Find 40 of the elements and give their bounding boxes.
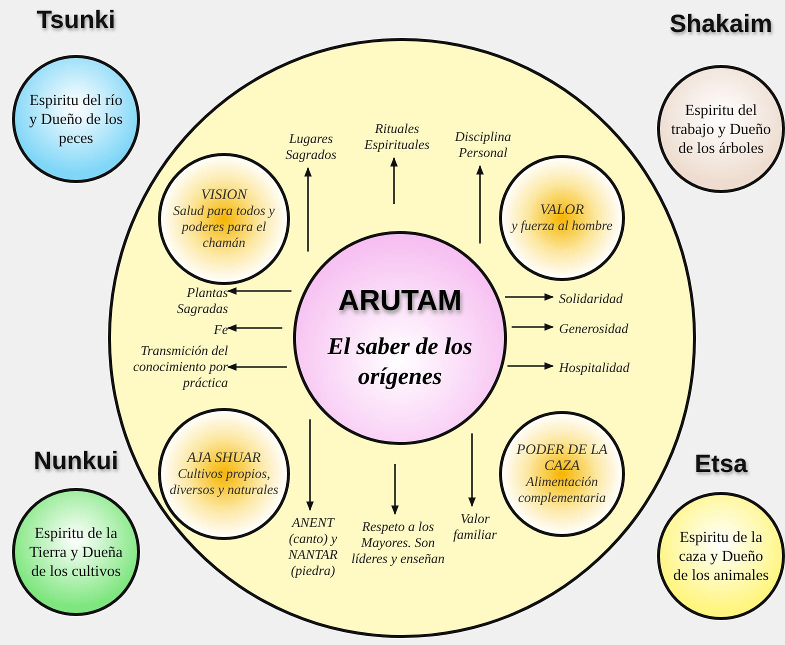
arrow xyxy=(227,363,287,371)
concept-label: Rituales Espirituales xyxy=(351,121,443,159)
arrow xyxy=(306,419,314,511)
concept-label: Solidaridad xyxy=(559,291,654,309)
circle-text: y fuerza al hombre xyxy=(511,218,613,234)
concept-label: Lugares Sagrados xyxy=(271,131,351,169)
arrow xyxy=(512,323,554,331)
spirit-name: Tsunki xyxy=(36,6,116,35)
circle-title: VISION xyxy=(201,187,247,203)
arrow xyxy=(468,433,476,507)
circle-text: Salud para todos y poderes para el chamán xyxy=(172,203,276,251)
arrow xyxy=(507,362,554,370)
arrow xyxy=(505,293,554,301)
arrow xyxy=(227,287,292,295)
concept-label: Disciplina Personal xyxy=(443,129,523,167)
arrow xyxy=(304,167,312,252)
concept-label: Hospitalidad xyxy=(559,360,654,378)
circle-text: Cultivos propios, diversos y naturales xyxy=(169,466,279,498)
spirit-name: Shakaim xyxy=(668,10,774,39)
concept-label: Transmición del conocimiento por práctica xyxy=(121,343,228,397)
spirit-circle: Espiritu del río y Dueño de los peces xyxy=(12,55,140,183)
circle-title: ARUTAM xyxy=(338,284,462,318)
concept-label: ANENT (canto) y NANTAR (piedra) xyxy=(275,515,351,589)
circle-title: VALOR xyxy=(540,202,584,218)
circle-text: Alimentación complementaria xyxy=(517,474,607,506)
circle-title: PODER DE LA CAZA xyxy=(515,442,608,474)
circle-subtitle: El saber de los orígenes xyxy=(326,332,474,392)
arrow xyxy=(227,324,282,332)
arrow xyxy=(476,165,484,244)
spirit-circle: Espiritu del trabajo y Dueño de los árboles xyxy=(657,65,785,193)
spirit-name: Nunkui xyxy=(32,447,120,476)
concept-label: Plantas Sagradas xyxy=(153,285,228,321)
arrow xyxy=(391,464,399,515)
concept-label: Generosidad xyxy=(559,321,659,339)
spirit-circle: Espiritu de la Tierra y Dueña de los cultivos xyxy=(12,488,140,616)
arrow xyxy=(390,157,398,204)
spirit-circle: Espiritu de la caza y Dueño de los animales xyxy=(657,492,785,620)
spirit-name: Etsa xyxy=(694,450,748,479)
circle-title: AJA SHUAR xyxy=(187,450,261,466)
concept-label: Fe xyxy=(183,322,228,340)
